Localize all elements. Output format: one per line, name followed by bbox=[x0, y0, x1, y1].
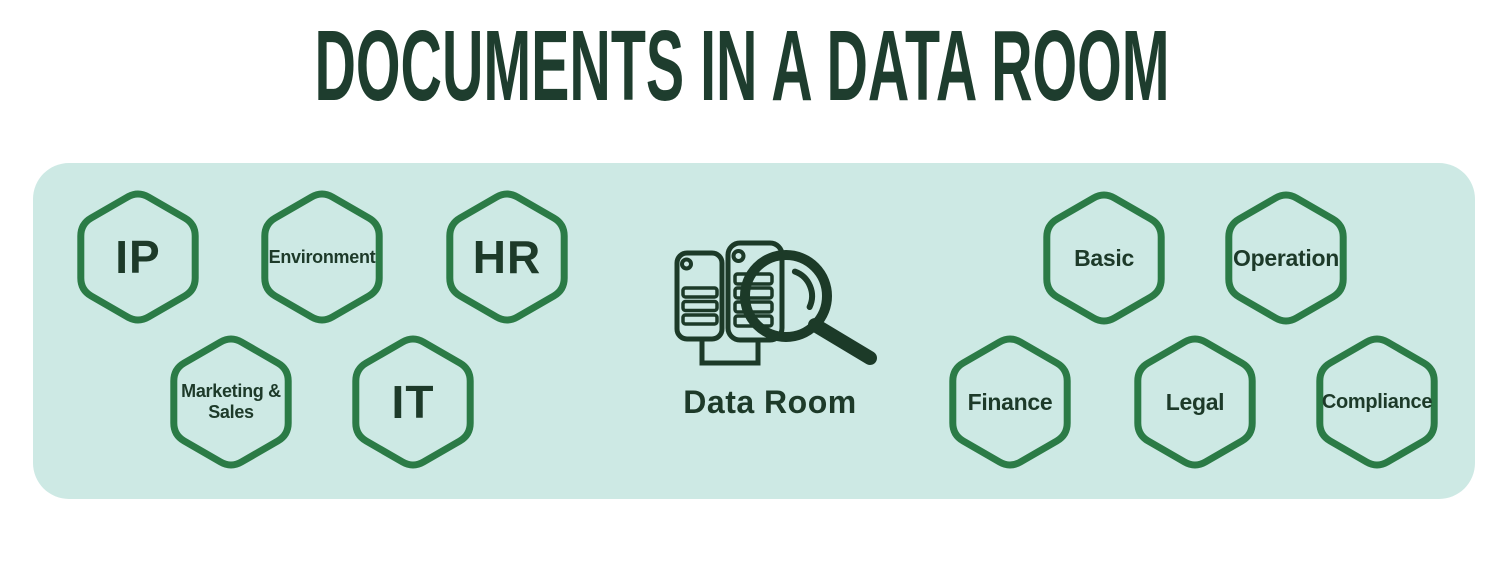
hexagon-marketing-sales: Marketing & Sales bbox=[169, 332, 293, 472]
hexagon-environment: Environment bbox=[260, 187, 384, 327]
hexagon-basic: Basic bbox=[1042, 188, 1166, 328]
data-room-icon bbox=[674, 240, 877, 366]
hexagon-label: IT bbox=[391, 375, 435, 428]
server-icon bbox=[674, 250, 725, 342]
hexagon-compliance: Compliance bbox=[1315, 332, 1439, 472]
server-icon bbox=[725, 240, 785, 343]
hexagon-label: Environment bbox=[268, 246, 376, 267]
hexagon-hr: HR bbox=[445, 187, 569, 327]
hexagon-label: Legal bbox=[1165, 388, 1225, 415]
hexagon-legal: Legal bbox=[1133, 332, 1257, 472]
hexagon-label: IP bbox=[115, 230, 161, 283]
hexagon-operation: Operation bbox=[1224, 188, 1348, 328]
hexagon-label: Compliance bbox=[1321, 390, 1433, 413]
hexagon-label: Marketing & Sales bbox=[181, 381, 281, 422]
hexagon-label: Basic bbox=[1074, 244, 1134, 271]
page-title-svg: DOCUMENTS IN A DATA ROOM bbox=[315, 10, 1170, 115]
connector-line bbox=[699, 339, 761, 366]
hexagon-finance: Finance bbox=[948, 332, 1072, 472]
page-title: DOCUMENTS IN A DATA ROOM bbox=[315, 10, 1170, 115]
hexagon-label: HR bbox=[472, 230, 542, 283]
hexagon-ip: IP bbox=[76, 187, 200, 327]
hexagon-label: Finance bbox=[967, 388, 1053, 415]
magnifier-icon bbox=[740, 250, 877, 365]
data-room-label: Data Room bbox=[683, 384, 857, 420]
hexagon-it: IT bbox=[351, 332, 475, 472]
hexagon-label: Operation bbox=[1233, 244, 1339, 271]
